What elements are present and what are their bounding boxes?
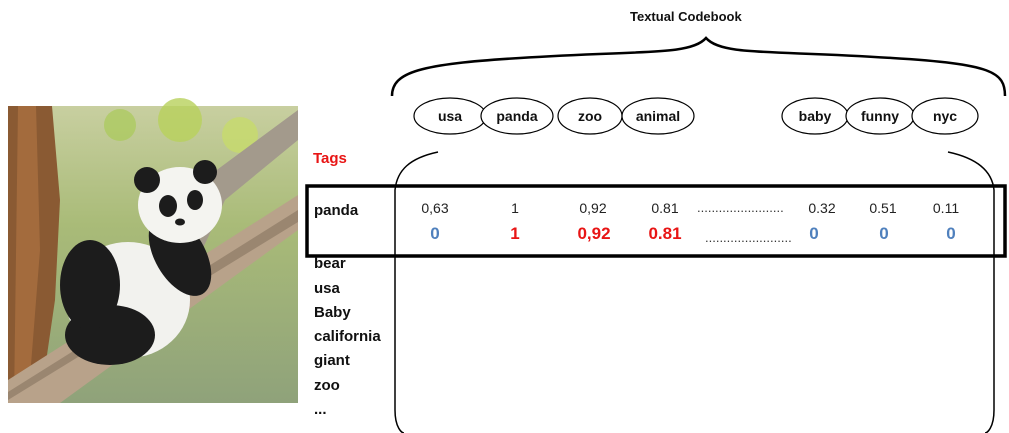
score-value: 0.11	[932, 200, 960, 216]
binary-value: 0	[809, 224, 819, 243]
codebook-word-usa: usa	[437, 108, 463, 124]
score-ellipsis: ........................	[697, 200, 784, 215]
tag-item: giant	[314, 352, 350, 369]
tags-label: Tags	[313, 150, 347, 167]
score-value: 0.51	[869, 200, 897, 216]
score-value: 0.81	[651, 200, 679, 216]
codebook-word-funny: funny	[860, 108, 900, 124]
binary-value: 0.81	[648, 224, 682, 243]
binary-value: 1	[510, 224, 520, 243]
codebook-word-zoo: zoo	[577, 108, 603, 124]
highlight-row-box	[305, 184, 1007, 258]
codebook-word-animal: animal	[635, 108, 681, 124]
word-ellipse-nyc	[911, 97, 979, 135]
score-value: 0.32	[808, 200, 836, 216]
tag-item: usa	[314, 280, 340, 297]
binary-value: 0	[946, 224, 956, 243]
binary-value: 0	[879, 224, 889, 243]
codebook-title: Textual Codebook	[630, 9, 742, 24]
score-value: 0,92	[579, 200, 607, 216]
tag-item: panda	[314, 202, 359, 219]
codebook-word-baby: baby	[798, 108, 832, 124]
tag-item: bear	[314, 255, 346, 272]
matrix-right-arc	[947, 151, 995, 433]
codebook-brace	[390, 36, 1007, 97]
codebook-word-panda: panda	[496, 108, 538, 124]
binary-value: 0,92	[577, 224, 611, 243]
tag-item: california	[314, 328, 381, 345]
word-ellipse-animal	[621, 97, 695, 135]
tag-item: zoo	[314, 377, 340, 394]
panda-image	[8, 98, 298, 403]
binary-value: 0	[430, 224, 440, 243]
tag-item: Baby	[314, 304, 351, 321]
word-ellipse-panda	[480, 97, 554, 135]
score-value: 0,63	[421, 200, 449, 216]
binary-ellipsis: ........................	[705, 230, 792, 245]
codebook-word-nyc: nyc	[932, 108, 958, 124]
tag-item: ...	[314, 401, 327, 418]
matrix-left-arc	[394, 151, 439, 433]
score-value: 1	[511, 200, 519, 216]
